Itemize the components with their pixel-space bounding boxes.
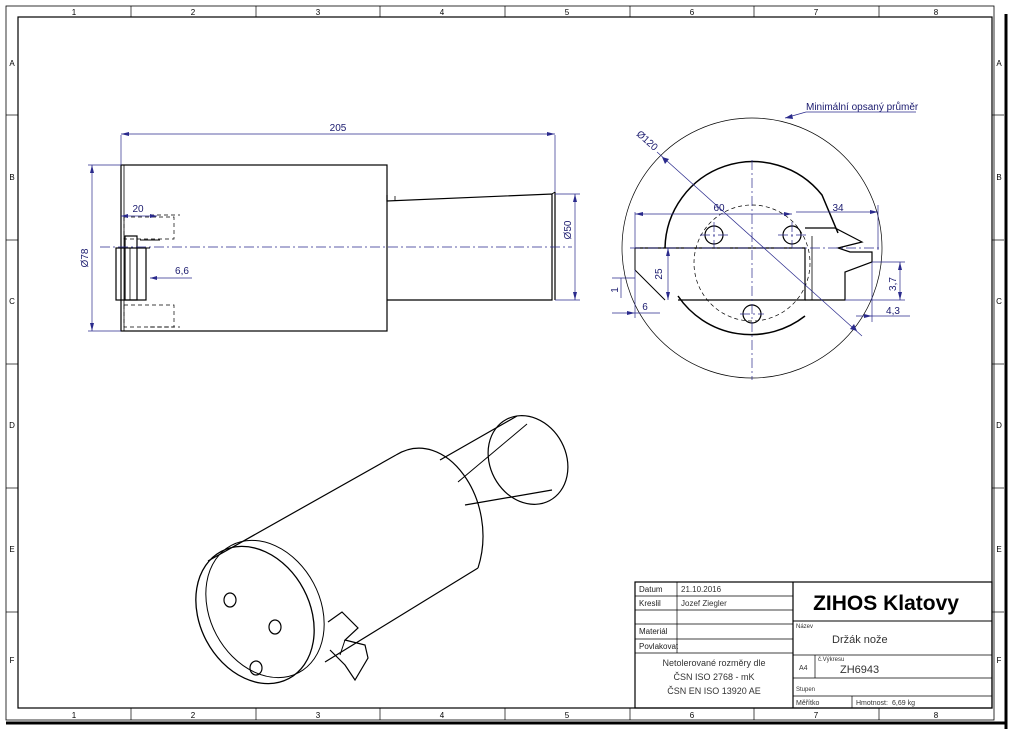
mass-value: 6,69 kg (892, 700, 915, 707)
format-label: A4 (799, 665, 808, 672)
material-label: Materiál (639, 627, 668, 636)
front-body-top-arc (664, 160, 839, 249)
column-zones-bottom: 1 2 3 4 5 6 7 8 (72, 708, 939, 720)
row-label: C (996, 297, 1002, 306)
front-knife (805, 227, 873, 301)
dim-length-label: 205 (330, 123, 347, 134)
date-value: 21.10.2016 (681, 585, 722, 594)
col-label: 8 (934, 8, 939, 17)
isometric-view (195, 415, 569, 685)
row-label: D (996, 421, 1002, 430)
col-label: 8 (934, 711, 939, 720)
side-view: 205 Ø78 20 6,6 Ø50 (80, 123, 580, 332)
row-label: E (996, 545, 1001, 554)
tolerance-line-2: ČSN ISO 2768 - mK (673, 672, 754, 682)
iso-body-top (207, 454, 397, 562)
row-zones: A B C D E F A B C D E F (6, 59, 1004, 665)
row-label: B (9, 173, 14, 182)
hidden-hole-bottom (123, 304, 175, 328)
dim-line-d120 (656, 151, 863, 337)
drawn-value: Jozef Ziegler (681, 599, 727, 608)
mass-label: Hmotnost: (856, 700, 888, 707)
col-label: 3 (316, 8, 321, 17)
front-body-bottom-arc (677, 295, 806, 336)
col-label: 2 (191, 8, 196, 17)
col-label: 6 (690, 8, 695, 17)
dim-diameter-left-label: Ø78 (80, 248, 91, 267)
iso-hole (268, 619, 282, 635)
col-label: 3 (316, 711, 321, 720)
row-label: E (9, 545, 14, 554)
col-label: 1 (72, 711, 77, 720)
iso-hole (223, 592, 237, 608)
col-label: 7 (814, 711, 819, 720)
part-name: Držák nože (832, 634, 888, 646)
row-label: A (996, 59, 1002, 68)
dim-66-label: 6,6 (175, 266, 189, 277)
iso-shaft-end (487, 415, 569, 505)
scale-label: Měřítko (796, 700, 819, 707)
iso-knife (327, 611, 369, 682)
iso-hole (249, 660, 263, 676)
dim-34-label: 34 (832, 203, 844, 214)
row-label: C (9, 297, 15, 306)
col-label: 7 (814, 8, 819, 17)
col-label: 2 (191, 711, 196, 720)
min-diameter-annotation: Minimální opsaný průměr (806, 101, 919, 113)
drawing-no-label: č.Výkresu (818, 657, 844, 663)
surface-label: Povlakovat (639, 642, 679, 651)
dim-small-label: 1 (610, 287, 621, 293)
row-label: F (997, 656, 1002, 665)
date-label: Datum (639, 585, 663, 594)
iso-front-face (195, 545, 315, 685)
dim-37-label: 3,7 (888, 277, 899, 291)
row-label: D (9, 421, 15, 430)
col-label: 4 (440, 8, 445, 17)
hidden-hole-top (123, 216, 175, 240)
outer-frame (5, 5, 995, 721)
dim-25-label: 25 (654, 268, 665, 280)
hidden-inner-circle (693, 204, 811, 322)
front-view: Ø120 60 34 25 6 1 3,7 (610, 101, 919, 380)
col-label: 4 (440, 711, 445, 720)
company-name: ZIHOS Klatovy (813, 592, 959, 615)
tolerance-line-1: Netolerované rozměry dle (662, 658, 765, 668)
dim-d120-label: Ø120 (634, 129, 660, 154)
row-label: B (996, 173, 1001, 182)
dim-60-label: 60 (713, 203, 725, 214)
row-label: F (10, 656, 15, 665)
name-label: Název (796, 624, 813, 630)
dim-43-label: 4,3 (886, 306, 900, 317)
drawn-label: Kreslil (639, 599, 661, 608)
side-body (120, 164, 388, 332)
sheet-label: Stupen (796, 687, 815, 693)
tolerance-line-3: ČSN EN ISO 13920 AE (667, 686, 761, 696)
title-block: Datum 21.10.2016 Kreslil Jozef Ziegler M… (634, 581, 993, 709)
drawing-number: ZH6943 (840, 664, 879, 676)
dim-6-label: 6 (642, 302, 648, 313)
row-label: A (9, 59, 15, 68)
dim-shaft-label: Ø50 (563, 220, 574, 239)
col-label: 6 (690, 711, 695, 720)
dim-20-label: 20 (132, 204, 144, 215)
col-label: 1 (72, 8, 77, 17)
col-label: 5 (565, 711, 570, 720)
col-label: 5 (565, 8, 570, 17)
iso-body-bottom (324, 567, 479, 663)
column-zones-top: 1 2 3 4 5 6 7 8 (72, 6, 939, 17)
